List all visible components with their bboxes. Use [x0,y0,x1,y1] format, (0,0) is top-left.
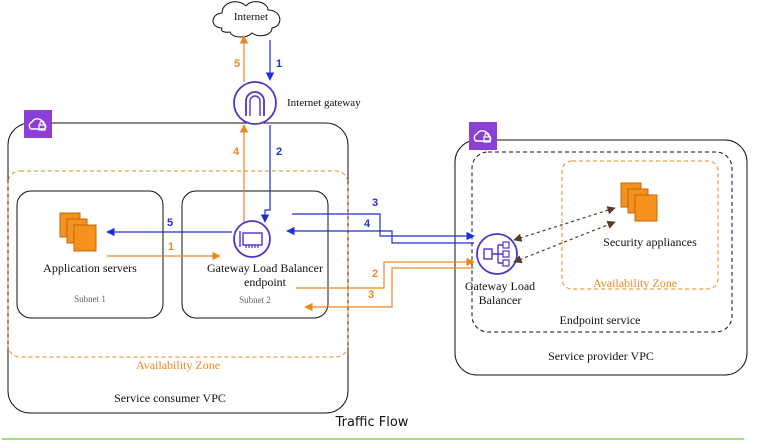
gateway-load-balancer-icon [476,233,518,275]
step-label: 1 [168,241,174,253]
flow-glb-to-endpoint [286,226,474,244]
application-servers-label: Application servers [43,261,137,275]
flow-igw-to-endpoint [260,125,271,223]
endpoint-service-label: Endpoint service [560,313,641,327]
flow-endpoint-to-glb [292,213,475,241]
subnet2-label: Subnet 2 [239,295,271,305]
provider-vpc-box [454,139,748,376]
glb-endpoint-icon [233,220,271,258]
endpoint-service-box [471,151,733,333]
caption-divider [2,438,744,440]
step-label: 4 [233,146,240,158]
step-label: 2 [372,268,378,280]
application-servers-icon [59,212,97,252]
provider-az-box [561,160,719,290]
internet-gateway-icon [233,81,277,125]
step-label: 1 [276,58,282,70]
glb-endpoint-label-line1: Gateway Load Balancer [207,261,323,275]
flow-endpoint-to-glb-return [296,257,475,289]
subnet1-box [16,190,164,319]
internet-gateway-label: Internet gateway [287,97,361,109]
consumer-az-label: Availability Zone [136,358,220,372]
step-label: 5 [167,217,173,229]
glb-endpoint-label-line2: endpoint [244,275,287,289]
provider-vpc-label: Service provider VPC [548,349,654,363]
step-label: 5 [234,58,240,70]
glb-label-line1: Gateway Load [465,279,535,293]
consumer-vpc-label: Service consumer VPC [114,391,226,405]
diagram-caption: Traffic Flow [335,415,409,430]
glb-label-line2: Balancer [479,293,522,307]
flow-glb-to-endpoint-return [304,267,474,312]
provider-az-label: Availability Zone [593,276,677,290]
flow-glb-to-appliances [513,206,616,242]
step-label: 4 [364,218,371,230]
consumer-az-box [7,170,349,358]
subnet1-label: Subnet 1 [74,294,106,304]
step-label: 3 [372,197,378,209]
step-label: 2 [276,146,282,158]
internet-label: Internet [234,11,268,23]
provider-vpc-icon [469,122,497,150]
flow-appliances-to-glb [513,220,616,264]
security-appliances-icon [620,182,658,222]
security-appliances-label: Security appliances [603,235,697,249]
step-label: 3 [368,289,374,301]
consumer-vpc-icon [24,110,52,138]
internet-cloud-icon [212,1,281,38]
